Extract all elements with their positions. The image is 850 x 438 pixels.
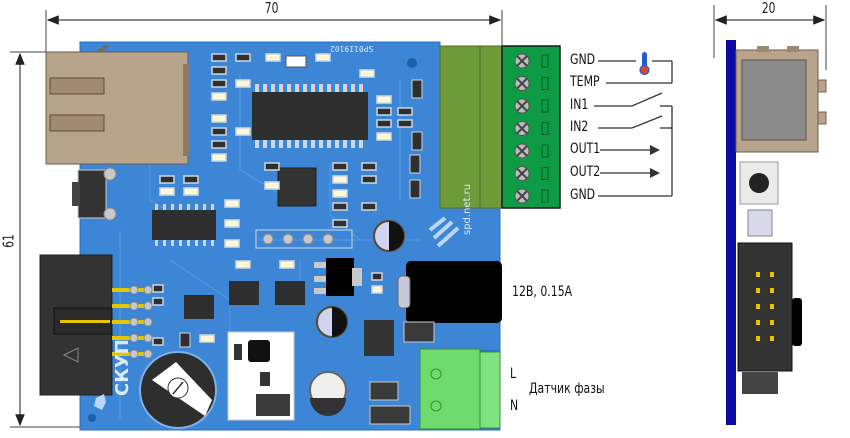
side-dimension-label: 20	[761, 0, 776, 17]
spd-logo	[428, 216, 460, 248]
power-label: 12В, 0.15А	[512, 284, 573, 300]
chip-dd2	[277, 167, 317, 207]
smd-components	[152, 53, 413, 346]
terminal-label-in1: IN1	[570, 97, 589, 113]
diodes	[369, 321, 435, 425]
width-dimension-label: 70	[264, 0, 279, 17]
brand-mark: СКУП	[112, 339, 133, 396]
width-dimension	[45, 10, 503, 52]
height-dimension-label: 61	[0, 234, 18, 248]
chip-dd7	[152, 204, 216, 246]
rotary-switch	[139, 351, 217, 429]
phase-label-l: L	[510, 366, 517, 382]
regulator-da1	[314, 258, 362, 296]
soic-chips	[184, 281, 305, 319]
terminal-screw	[514, 53, 549, 69]
terminal-block-xp1	[439, 45, 561, 209]
header-xp2	[255, 229, 353, 249]
terminal-screws	[514, 53, 549, 204]
side-view	[726, 40, 827, 425]
terminal-label-gnd-1: GND	[570, 52, 596, 68]
reset-button	[72, 167, 117, 221]
phase-sensor-caption: Датчик фазы	[529, 381, 605, 397]
terminal-block-xp4	[419, 348, 501, 430]
terminal-screw	[514, 76, 549, 91]
electrolytic-capacitors	[309, 220, 405, 416]
terminal-label-out1: OUT1	[570, 141, 601, 157]
terminal-screw	[514, 121, 549, 136]
chip-da2	[364, 320, 394, 356]
terminal-label-in2: IN2	[570, 119, 589, 135]
wiring-schematic	[594, 60, 673, 197]
pcb-part-number: SP01I9102	[330, 44, 374, 53]
height-dimension	[10, 51, 80, 428]
thermometer-icon	[639, 52, 650, 76]
terminal-label-out2: OUT2	[570, 164, 601, 180]
power-jack	[397, 261, 502, 323]
terminal-label-temp: TEMP	[570, 74, 600, 90]
transistors	[179, 79, 423, 348]
terminal-screw	[514, 188, 549, 204]
logo-mark	[88, 394, 106, 422]
idc-header-xp3	[39, 254, 153, 396]
chip-dd1	[252, 84, 368, 148]
arrow-right-icon	[650, 145, 660, 178]
crystal-zq1	[285, 55, 307, 68]
website-mark: spd.net.ru	[462, 183, 473, 235]
dc-module	[227, 331, 295, 421]
terminal-screw	[514, 143, 549, 159]
terminal-screw	[514, 98, 549, 114]
terminal-screw	[514, 166, 549, 181]
terminal-label-gnd-2: GND	[570, 187, 596, 203]
mounting-hole	[407, 58, 417, 68]
phase-label-n: N	[510, 398, 519, 414]
rj45-connector	[45, 45, 189, 165]
side-dimension	[713, 5, 827, 70]
